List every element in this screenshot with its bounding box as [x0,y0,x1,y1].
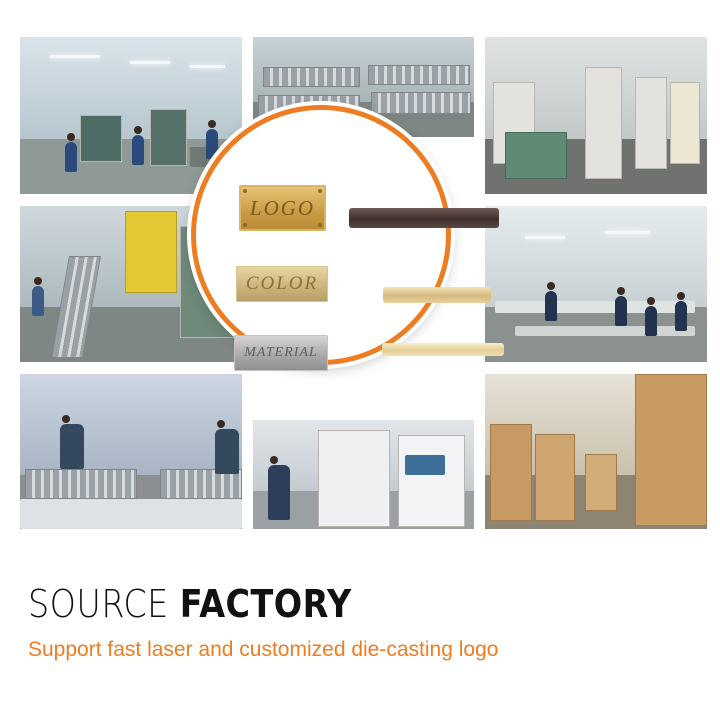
logo-nameplate: LOGO [239,185,326,231]
headline-part-1: SOURCE [28,582,180,626]
photo-die-casting-machines [485,37,707,194]
color-nameplate: COLOR [236,266,328,302]
gold-metal-bar [383,287,491,303]
photo-warehouse-cartons [485,374,707,529]
material-nameplate-text: MATERIAL [244,345,318,360]
headline: SOURCE FACTORY [28,582,352,626]
headline-part-2: FACTORY [179,582,352,626]
photo-assembly-workshop [485,206,707,362]
product-showcase-circle: LOGO COLOR MATERIAL [191,105,504,371]
color-nameplate-text: COLOR [245,273,319,294]
dark-metal-bar [349,208,499,228]
logo-nameplate-text: LOGO [249,195,316,220]
subheadline: Support fast laser and customized die-ca… [28,638,499,661]
photo-machining-workshop [20,37,242,194]
photo-mold-storage-shelves [253,37,474,137]
material-nameplate: MATERIAL [234,335,328,371]
photo-testing-equipment [253,420,474,529]
light-gold-metal-bar [382,343,504,356]
photo-quality-inspection-workers [20,374,242,529]
